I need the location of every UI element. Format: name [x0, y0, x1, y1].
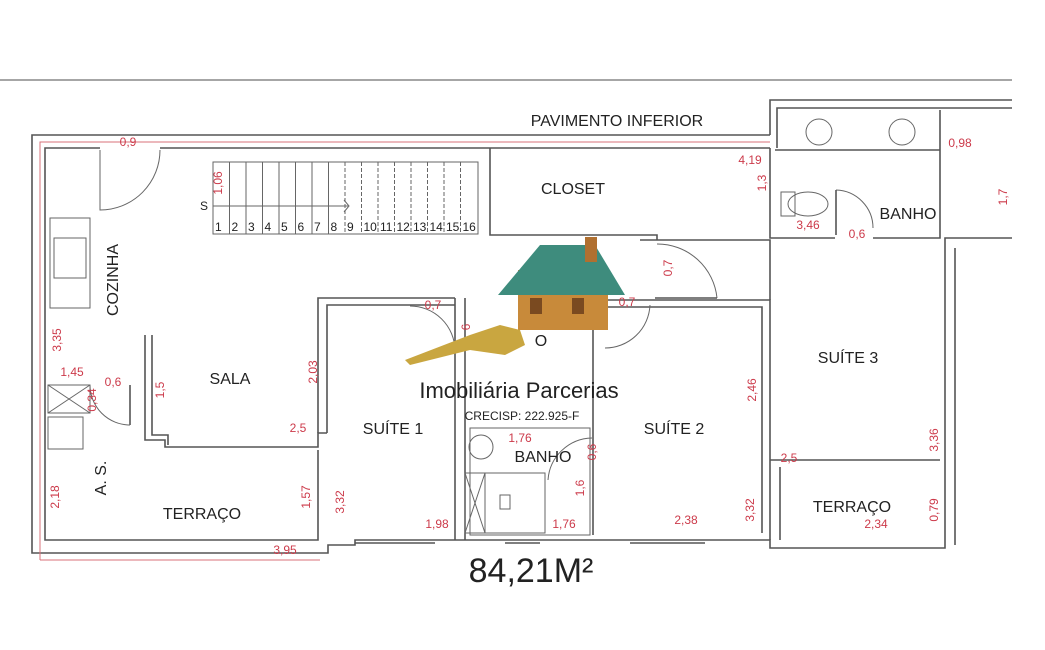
room-banho-top: BANHO	[880, 206, 937, 223]
room-suite-2: SUÍTE 2	[644, 419, 705, 438]
stair-step-number: 6	[298, 220, 305, 234]
dimension-label: 0,98	[948, 136, 972, 150]
room-terraco-right: TERRAÇO	[813, 499, 891, 516]
dimension-label: 2,03	[306, 360, 320, 384]
stair-step-number: 14	[430, 220, 444, 234]
dimension-label: 3,46	[796, 218, 820, 232]
stair-step-number: 2	[232, 220, 239, 234]
dimension-label: 1,76	[508, 431, 532, 445]
dimension-label: 0,6	[849, 227, 866, 241]
dimension-label: 1,5	[153, 381, 167, 398]
agency-name: Imobiliária Parcerias	[419, 378, 618, 403]
room-suite-1: SUÍTE 1	[363, 419, 424, 438]
stair-step-number: 7	[314, 220, 321, 234]
dimension-label: 1,45	[60, 365, 84, 379]
stair-step-number: 10	[364, 220, 378, 234]
stair-step-number: 16	[463, 220, 477, 234]
watermark-logo: Imobiliária Parcerias CRECISP: 222.925-F	[405, 237, 625, 423]
stair-step-number: 13	[413, 220, 427, 234]
stair-step-number: 9	[347, 220, 354, 234]
dimension-label: 6	[459, 323, 473, 330]
dimension-label: 1,98	[425, 517, 449, 531]
dimension-label: 2,46	[745, 378, 759, 402]
dimension-label: 0,6	[585, 443, 599, 460]
dimension-label: 0,9	[120, 135, 137, 149]
dimension-label: 1,6	[573, 479, 587, 496]
dimensions: 0,9 1,06 4,19 1,3 0,98 1,7 3,46 0,6 0,7 0,7 0,7 6 3,…	[48, 135, 1010, 557]
stair-step-number: 11	[380, 220, 393, 234]
stair-step-number: 8	[331, 220, 338, 234]
dimension-label: 3,32	[333, 490, 347, 514]
dimension-label: 0,7	[661, 259, 675, 276]
room-cozinha: COZINHA	[105, 244, 122, 316]
dimension-label: 0,34	[85, 388, 99, 412]
dimension-label: 4,19	[738, 153, 762, 167]
dimension-label: 1,06	[211, 171, 225, 195]
stair-step-number: 3	[248, 220, 255, 234]
room-banho-mid: BANHO	[515, 449, 572, 466]
room-labels: PAVIMENTO INFERIOR CLOSET BANHO COZINHA …	[93, 113, 936, 590]
room-area-servico: A. S.	[93, 461, 110, 496]
room-closet: CLOSET	[541, 181, 605, 198]
dimension-label: 2,5	[290, 421, 307, 435]
dimension-label: 0,7	[425, 298, 442, 312]
stair-step-number: 5	[281, 220, 288, 234]
stair-step-number: 12	[397, 220, 411, 234]
stair-step-number: 4	[265, 220, 272, 234]
room-suite-3: SUÍTE 3	[818, 348, 879, 367]
dimension-label: 1,3	[755, 174, 769, 191]
house-with-key-icon	[405, 237, 625, 365]
stair-step-number: 1	[215, 220, 222, 234]
dimension-label: 2,34	[864, 517, 888, 531]
total-area: 84,21M²	[469, 552, 594, 590]
dimension-label: 2,18	[48, 485, 62, 509]
dimension-label: 0,6	[105, 375, 122, 389]
room-partial-label: O	[535, 333, 547, 350]
dimension-label: 3,95	[273, 543, 297, 557]
dimension-label: 3,35	[50, 328, 64, 352]
dimension-label: 3,32	[743, 498, 757, 522]
dimension-label: 3,36	[927, 428, 941, 452]
plan-title: PAVIMENTO INFERIOR	[531, 113, 703, 130]
agency-registration: CRECISP: 222.925-F	[465, 409, 580, 423]
dimension-label: 0,79	[927, 498, 941, 522]
dimension-label: 2,38	[674, 513, 698, 527]
room-sala: SALA	[210, 371, 251, 388]
dimension-label: 0,7	[619, 295, 636, 309]
dimension-label: 2,5	[781, 451, 798, 465]
dimension-label: 1,7	[996, 188, 1010, 205]
dimension-label: 1,57	[299, 485, 313, 509]
walls	[31, 99, 1012, 561]
stair-step-number: 15	[446, 220, 460, 234]
room-terraco-left: TERRAÇO	[163, 506, 241, 523]
dimension-label: 1,76	[552, 517, 576, 531]
stairs-start-label: S	[200, 199, 208, 213]
